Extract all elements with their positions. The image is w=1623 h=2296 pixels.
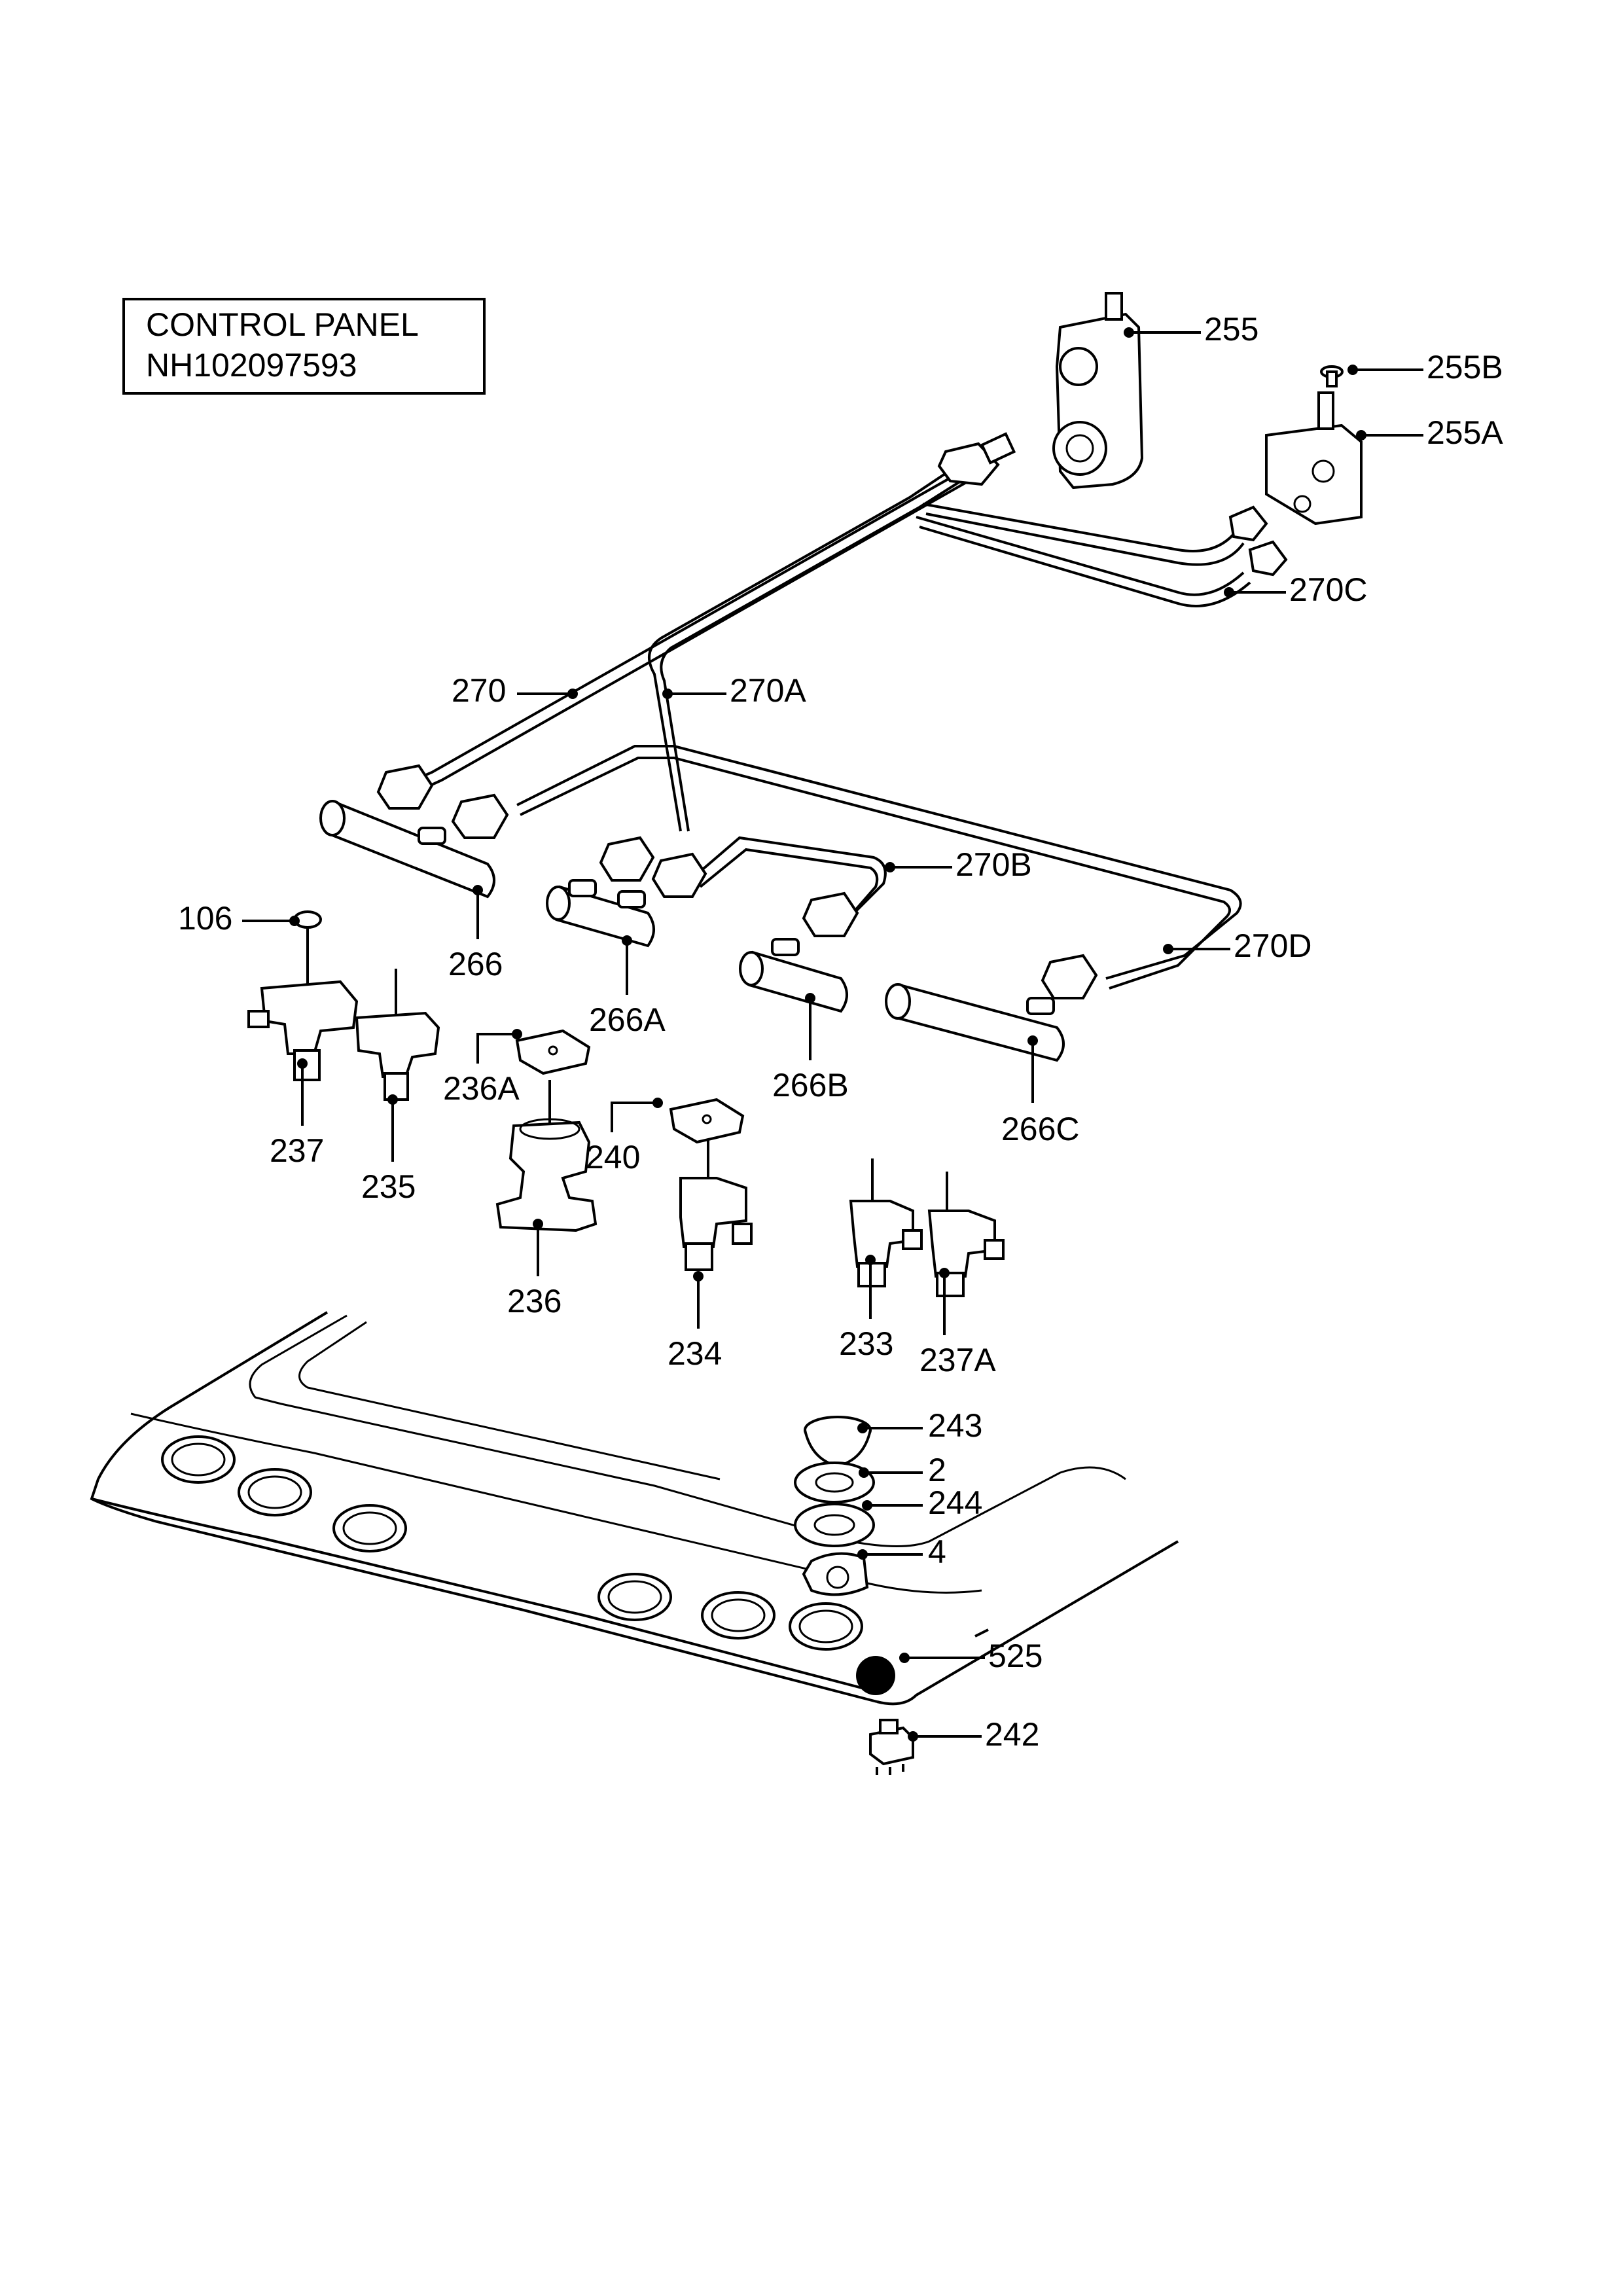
- tube-266C: [885, 983, 1065, 1062]
- valve-255A: [1265, 391, 1363, 526]
- label-270D: 270D: [1234, 927, 1312, 964]
- valve-235: [355, 969, 440, 1101]
- knob-243: [804, 1416, 872, 1468]
- pipe-270C: [916, 516, 1245, 596]
- cap-255B: [1320, 365, 1344, 387]
- label-270C: 270C: [1289, 571, 1368, 608]
- label-525: 525: [988, 1638, 1043, 1674]
- label-236A: 236A: [443, 1070, 520, 1107]
- knob-plate-240: [669, 1098, 745, 1144]
- callout-labels: 255 255B 255A 270C 270 270A 270B 270D 10…: [178, 311, 1503, 1753]
- pipe-270A: [648, 457, 970, 832]
- knob-recesses: [161, 1435, 863, 1651]
- knob-assembly: [794, 1416, 875, 1596]
- label-270A: 270A: [730, 672, 806, 709]
- knob-plate-236A: [515, 1029, 591, 1075]
- disc-244: [794, 1503, 875, 1547]
- label-266: 266: [448, 946, 503, 982]
- pipe-270: [408, 470, 963, 783]
- label-236: 236: [507, 1283, 562, 1319]
- leader-lines: [242, 327, 1423, 1742]
- valve-237A: [927, 1172, 1005, 1297]
- title-box: CONTROL PANEL NH102097593: [122, 298, 486, 395]
- pipe-270A-outer: [660, 469, 980, 832]
- tube-266: [319, 800, 495, 899]
- title-line-2: NH102097593: [146, 347, 357, 384]
- label-270B: 270B: [955, 846, 1032, 883]
- label-266C: 266C: [1001, 1111, 1080, 1147]
- label-234: 234: [668, 1335, 722, 1372]
- label-255A: 255A: [1427, 414, 1503, 451]
- bezel-2: [794, 1462, 875, 1503]
- ignition-hole-525: [856, 1656, 895, 1695]
- label-4: 4: [928, 1534, 946, 1570]
- label-243: 243: [928, 1407, 982, 1444]
- valve-234: [679, 1116, 753, 1271]
- panel-front-edge: [90, 1311, 878, 1703]
- label-266B: 266B: [772, 1067, 849, 1103]
- pipe-270B: [692, 836, 887, 918]
- label-235: 235: [361, 1168, 416, 1205]
- thermostat-236: [495, 1080, 597, 1232]
- gas-pipes: [376, 432, 1288, 999]
- label-233: 233: [839, 1325, 893, 1362]
- pipe-to-255A: [922, 503, 1238, 552]
- label-242: 242: [985, 1716, 1039, 1753]
- burner-tubes: [319, 800, 1065, 1062]
- label-255: 255: [1204, 311, 1258, 348]
- tube-266A: [546, 879, 655, 948]
- label-237: 237: [270, 1132, 324, 1169]
- valve-237: [247, 910, 359, 1081]
- regulator-255: [1052, 292, 1144, 490]
- label-237A: 237A: [919, 1342, 996, 1378]
- label-240: 240: [586, 1139, 640, 1175]
- plate-4: [802, 1552, 869, 1596]
- pipe-fittings: [376, 432, 1288, 999]
- label-255B: 255B: [1427, 349, 1503, 386]
- label-2: 2: [928, 1452, 946, 1488]
- label-244: 244: [928, 1484, 982, 1521]
- switch-242: [869, 1719, 914, 1775]
- label-270: 270: [452, 672, 506, 709]
- title-line-1: CONTROL PANEL: [146, 306, 419, 343]
- tube-266B: [739, 938, 848, 1013]
- valve-233: [849, 1158, 923, 1287]
- label-266A: 266A: [589, 1001, 666, 1038]
- control-panel-body: [90, 1311, 1179, 1706]
- pipe-270D: [516, 745, 1242, 980]
- label-106: 106: [178, 900, 232, 937]
